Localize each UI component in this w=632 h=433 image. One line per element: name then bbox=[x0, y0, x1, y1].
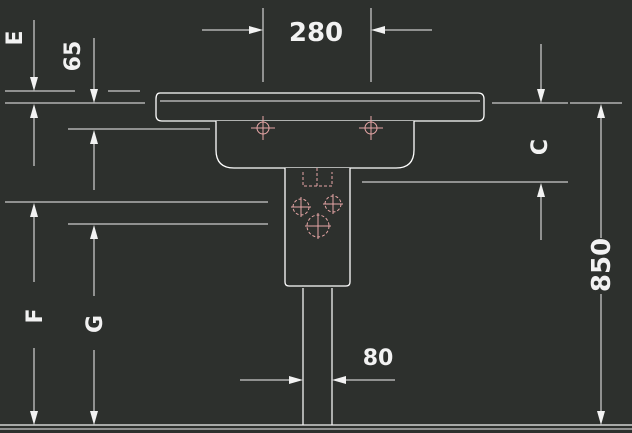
arrow-c-up bbox=[537, 183, 545, 197]
siphon-left bbox=[291, 197, 311, 217]
arrow-280-right bbox=[371, 26, 385, 34]
arrow-850-down bbox=[597, 411, 605, 425]
dim-label-f: F bbox=[23, 308, 48, 323]
waste-outline bbox=[302, 172, 333, 187]
arrow-80-right bbox=[332, 376, 346, 384]
dim-label-280: 280 bbox=[289, 18, 343, 48]
dim-label-850: 850 bbox=[587, 238, 617, 292]
dim-label-80: 80 bbox=[363, 346, 394, 371]
dim-label-g: G bbox=[83, 315, 108, 333]
basin-rim bbox=[155, 92, 485, 122]
arrow-f-up bbox=[30, 203, 38, 217]
arrow-g-upper bbox=[90, 130, 98, 144]
arrow-e-down bbox=[30, 77, 38, 91]
arrow-e-up bbox=[30, 104, 38, 118]
dim-label-c: C bbox=[528, 139, 553, 155]
arrow-65-down bbox=[90, 89, 98, 103]
arrow-f-down bbox=[30, 411, 38, 425]
dim-label-65: 65 bbox=[61, 41, 86, 72]
arrow-80-left bbox=[289, 376, 303, 384]
tap-hole-right bbox=[359, 116, 383, 140]
arrow-g-down bbox=[90, 411, 98, 425]
basin-bowl bbox=[215, 121, 415, 169]
arrow-850-up bbox=[597, 104, 605, 118]
arrow-c-down bbox=[537, 89, 545, 103]
dim-label-e: E bbox=[3, 30, 28, 45]
tap-hole-left bbox=[251, 116, 275, 140]
arrow-280-left bbox=[249, 26, 263, 34]
siphon-right bbox=[323, 194, 343, 214]
siphon-center bbox=[305, 213, 331, 239]
arrow-g-up bbox=[90, 225, 98, 239]
